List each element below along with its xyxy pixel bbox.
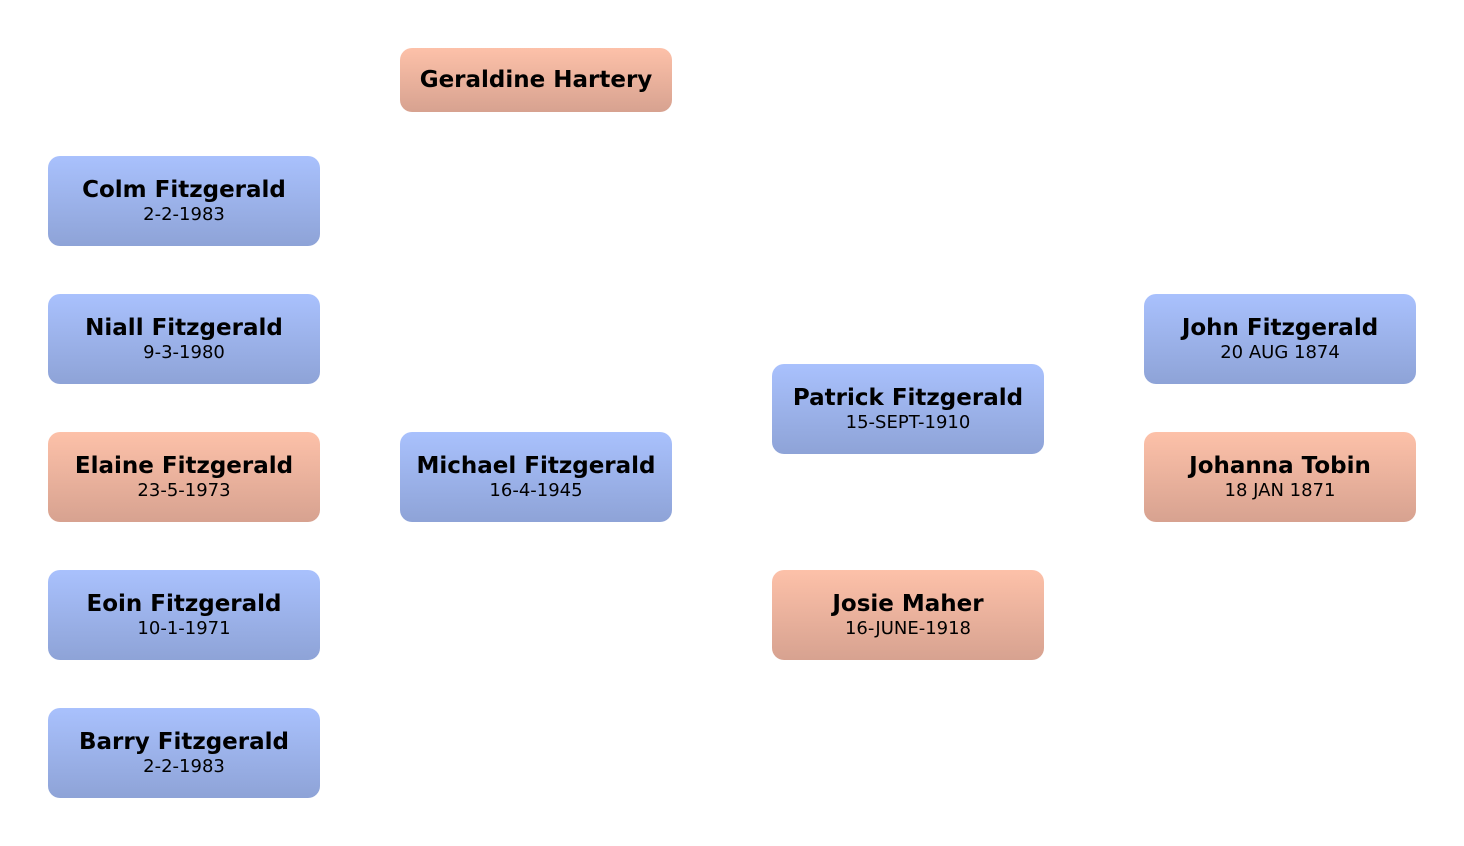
person-name: Elaine Fitzgerald: [74, 453, 294, 479]
person-birth-date: 18 JAN 1871: [1224, 480, 1336, 501]
person-name: Eoin Fitzgerald: [86, 591, 282, 617]
person-name: Michael Fitzgerald: [416, 453, 656, 479]
person-birth-date: 10-1-1971: [137, 618, 231, 639]
person-name: Barry Fitzgerald: [79, 729, 289, 755]
person-name: Josie Maher: [832, 591, 984, 617]
person-birth-date: 2-2-1983: [143, 756, 225, 777]
person-birth-date: 15-SEPT-1910: [845, 412, 971, 433]
person-name: Johanna Tobin: [1189, 453, 1371, 479]
person-birth-date: 9-3-1980: [143, 342, 225, 363]
person-birth-date: 23-5-1973: [137, 480, 231, 501]
person-name: Patrick Fitzgerald: [792, 385, 1024, 411]
person-name: John Fitzgerald: [1181, 315, 1379, 341]
person-name: Niall Fitzgerald: [85, 315, 283, 341]
person-birth-date: 16-JUNE-1918: [844, 618, 972, 639]
person-name: Colm Fitzgerald: [82, 177, 286, 203]
person-birth-date: 20 AUG 1874: [1220, 342, 1340, 363]
person-birth-date: 2-2-1983: [143, 204, 225, 225]
person-name: Geraldine Hartery: [419, 67, 653, 93]
person-birth-date: 16-4-1945: [489, 480, 583, 501]
person-node-geraldine[interactable]: Geraldine Hartery: [400, 48, 672, 112]
